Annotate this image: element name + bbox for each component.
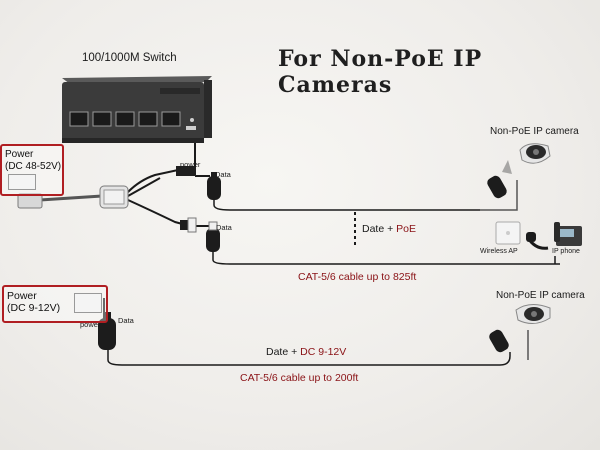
upper-splitter-data-label: Data — [215, 170, 231, 179]
switch-ports — [69, 111, 181, 127]
lower-line-label: Date + DC 9-12V — [266, 346, 346, 358]
upper-power-box: Power (DC 48-52V) — [0, 144, 64, 196]
upper-line-label-accent: PoE — [396, 223, 417, 235]
lower-camera-label: Non-PoE IP camera — [496, 290, 585, 301]
upper-cables — [39, 143, 560, 265]
phone-label: IP phone — [552, 248, 580, 255]
diagram-title: For Non-PoE IP Cameras — [278, 46, 483, 98]
lower-power-box: Power (DC 9-12V) — [2, 285, 108, 323]
upper-injector-top — [207, 172, 221, 200]
upper-line-label: Date + PoE — [362, 223, 416, 235]
ap-label: Wireless AP — [480, 248, 518, 255]
ap-adapter — [526, 232, 549, 250]
upper-camera-label: Non-PoE IP camera — [490, 126, 579, 137]
upper-camera — [502, 143, 551, 174]
upper-injector-data-label: Data — [216, 223, 232, 232]
upper-injector-bottom — [206, 221, 220, 252]
lower-line-label-accent: DC 9-12V — [300, 346, 347, 358]
upper-camera-adapter — [487, 175, 507, 199]
lower-power-label: power — [80, 320, 101, 329]
upper-power-line1: Power — [5, 149, 34, 160]
power-plug-icon — [8, 174, 36, 190]
lower-power-line1: Power — [7, 290, 37, 302]
lower-cable-label: CAT-5/6 cable up to 200ft — [240, 372, 359, 384]
network-switch — [62, 76, 212, 143]
lower-power-line2: (DC 9-12V) — [7, 302, 61, 314]
upper-splitter-power-label: power — [180, 160, 201, 169]
upper-cable-label: CAT-5/6 cable up to 825ft — [298, 271, 417, 283]
lower-data-label: Data — [118, 316, 134, 325]
wireless-ap — [495, 221, 521, 245]
lower-camera — [515, 304, 551, 324]
upper-line-label-plain: Date + — [362, 223, 397, 235]
upper-power-line2: (DC 48-52V) — [5, 161, 62, 172]
upper-splitter — [17, 166, 197, 233]
lower-camera-adapter — [489, 329, 509, 353]
ip-phone — [554, 222, 582, 246]
power-plug-icon — [74, 293, 102, 313]
switch-label: 100/1000M Switch — [82, 52, 177, 64]
lower-line-label-plain: Date + — [266, 346, 301, 358]
